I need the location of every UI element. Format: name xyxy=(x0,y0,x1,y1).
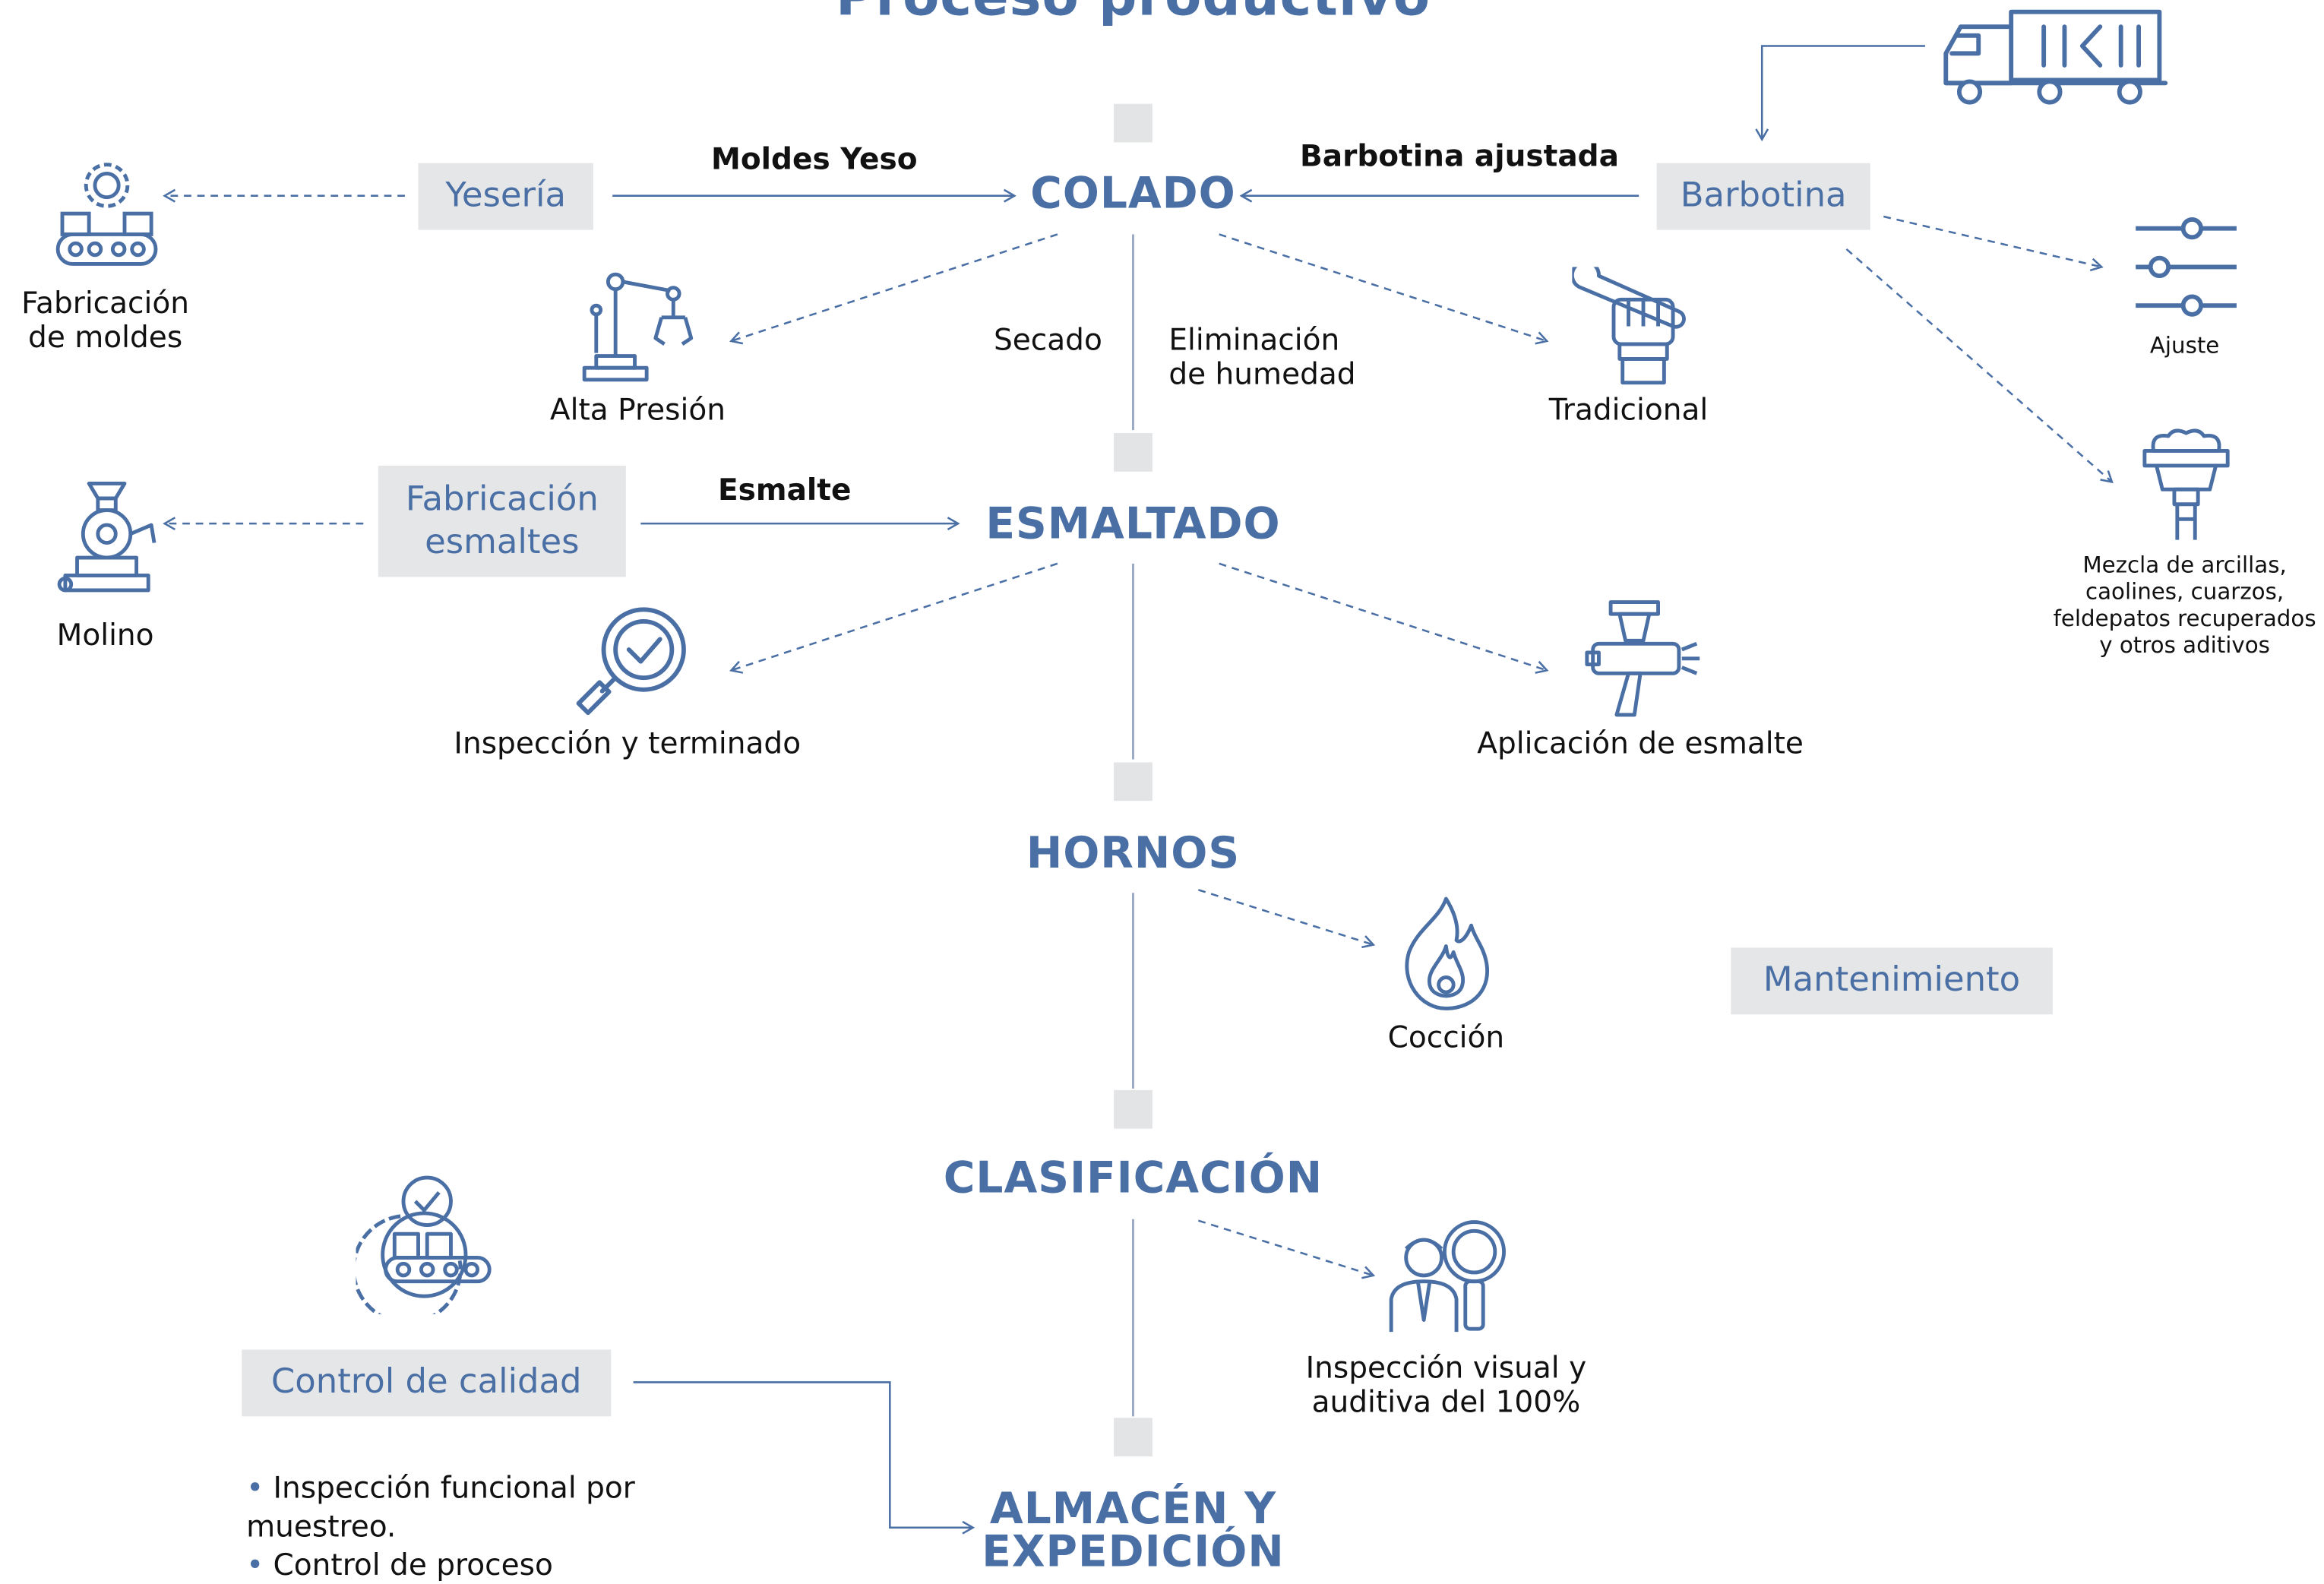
label-fabricacion-moldes-line2: de moldes xyxy=(28,318,183,355)
hand-wrench-icon xyxy=(1572,267,1690,388)
spine-marker xyxy=(1114,103,1153,143)
box-barbotina: Barbotina xyxy=(1656,163,1870,230)
label-mezcla: Mezcla de arcillas, caolines, cuarzos, f… xyxy=(2054,552,2316,659)
flow-label-esmalte: Esmalte xyxy=(717,471,852,507)
label-inspeccion-visual-line1: Inspección visual y xyxy=(1305,1349,1587,1386)
flow-label-moldes-yeso: Moldes Yeso xyxy=(710,141,918,177)
quality-bullet-item: • Inspección funcional por xyxy=(246,1469,635,1507)
label-aplicacion-esmalte: Aplicación de esmalte xyxy=(1477,725,1804,761)
quality-bullet-list: • Inspección funcional por muestreo. • C… xyxy=(246,1469,635,1584)
stage-hornos: HORNOS xyxy=(1026,827,1241,878)
bullet-marker: • xyxy=(246,1469,264,1506)
page-title: Proceso productivo xyxy=(836,0,1431,28)
label-coccion: Cocción xyxy=(1387,1019,1505,1055)
spray-gun-icon xyxy=(1584,599,1703,721)
spine-marker xyxy=(1114,1089,1153,1129)
inspector-icon xyxy=(1388,1216,1507,1335)
quality-bullet-text: Inspección funcional por xyxy=(273,1469,635,1506)
label-fabricacion-moldes-line1: Fabricación xyxy=(21,284,190,321)
box-yeseria: Yesería xyxy=(418,163,593,230)
box-fabricacion-esmaltes-line2: esmaltes xyxy=(425,523,580,561)
flow-label-barbotina-ajustada: Barbotina ajustada xyxy=(1299,138,1619,174)
box-control-calidad: Control de calidad xyxy=(242,1349,612,1417)
flow-label-eliminacion-line1: Eliminación xyxy=(1168,321,1340,358)
stage-almacen-line1: ALMACÉN Y xyxy=(989,1483,1277,1534)
spine-marker xyxy=(1114,762,1153,801)
sliders-icon xyxy=(2133,213,2240,321)
truck-icon xyxy=(1940,6,2171,107)
stage-almacen-line2: EXPEDICIÓN xyxy=(982,1526,1285,1577)
robot-arm-icon xyxy=(581,270,700,385)
bullet-marker: • xyxy=(246,1547,264,1582)
label-alta-presion: Alta Presión xyxy=(549,391,726,428)
quality-gear-icon xyxy=(356,1171,493,1314)
flow-label-secado: Secado xyxy=(993,321,1102,358)
gear-conveyor-icon xyxy=(53,160,160,273)
box-mantenimiento: Mantenimiento xyxy=(1731,947,2053,1015)
label-mezcla-line2: caolines, cuarzos, xyxy=(2085,578,2284,605)
mill-icon xyxy=(53,481,160,596)
label-mezcla-line3: feldepatos recuperados xyxy=(2053,605,2316,632)
box-fabricacion-esmaltes-line1: Fabricación xyxy=(405,479,599,519)
quality-bullet-text-cont: muestreo. xyxy=(246,1508,397,1544)
fire-icon xyxy=(1397,896,1495,1014)
label-mezcla-line4: y otros aditivos xyxy=(2099,631,2270,659)
stage-esmaltado: ESMALTADO xyxy=(985,498,1281,549)
stage-clasificacion: CLASIFICACIÓN xyxy=(943,1152,1323,1203)
spine-marker xyxy=(1114,1418,1153,1457)
label-inspeccion-visual: Inspección visual y auditiva del 100% xyxy=(1305,1349,1587,1420)
quality-bullet-text: Control de proceso xyxy=(273,1547,553,1582)
stage-almacen: ALMACÉN Y EXPEDICIÓN xyxy=(982,1483,1285,1577)
label-fabricacion-moldes: Fabricación de moldes xyxy=(21,286,189,355)
flow-label-eliminacion-line2: de humedad xyxy=(1168,356,1356,392)
label-mezcla-line1: Mezcla de arcillas, xyxy=(2082,552,2287,579)
box-fabricacion-esmaltes: Fabricación esmaltes xyxy=(378,465,626,577)
magnifier-check-icon xyxy=(575,605,691,720)
label-ajuste: Ajuste xyxy=(2149,332,2220,359)
label-tradicional: Tradicional xyxy=(1548,391,1709,428)
label-molino: Molino xyxy=(56,617,154,653)
label-inspeccion-terminado: Inspección y terminado xyxy=(454,725,802,761)
spine-marker xyxy=(1114,433,1153,472)
flow-label-eliminacion: Eliminación de humedad xyxy=(1168,321,1356,392)
quality-bullet-item: • Control de proceso xyxy=(246,1545,635,1584)
clay-mixer-icon xyxy=(2139,427,2234,542)
label-inspeccion-visual-line2: auditiva del 100% xyxy=(1311,1383,1581,1420)
stage-colado: COLADO xyxy=(1030,167,1236,218)
